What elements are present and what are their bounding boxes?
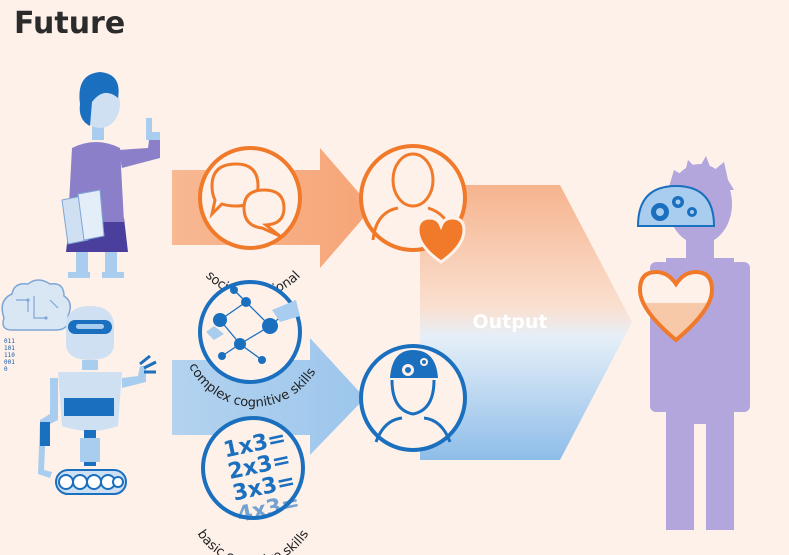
basic-cognitive-label: basic cognitive skills xyxy=(194,527,312,555)
person-gears-icon xyxy=(359,344,467,452)
binary-line-1: 011 xyxy=(4,338,15,345)
future-person-figure xyxy=(636,156,750,530)
complex-cognitive-icon xyxy=(198,280,302,384)
page-title: Future xyxy=(14,6,126,41)
basic-cognitive-icon: 1x3= 2x3= 3x3= 4x3= xyxy=(201,416,305,528)
binary-line-4: 001 xyxy=(4,359,15,366)
output-label: Output xyxy=(473,311,548,333)
person-heart-icon xyxy=(359,144,467,264)
teacher-figure xyxy=(61,72,160,278)
binary-line-5: 0 xyxy=(4,366,8,373)
robot-figure: 011 101 110 001 0 xyxy=(1,279,157,495)
binary-line-2: 101 xyxy=(4,345,15,352)
binary-line-3: 110 xyxy=(4,352,15,359)
output-arrow: Output xyxy=(420,185,632,460)
social-emotional-icon xyxy=(198,146,302,250)
